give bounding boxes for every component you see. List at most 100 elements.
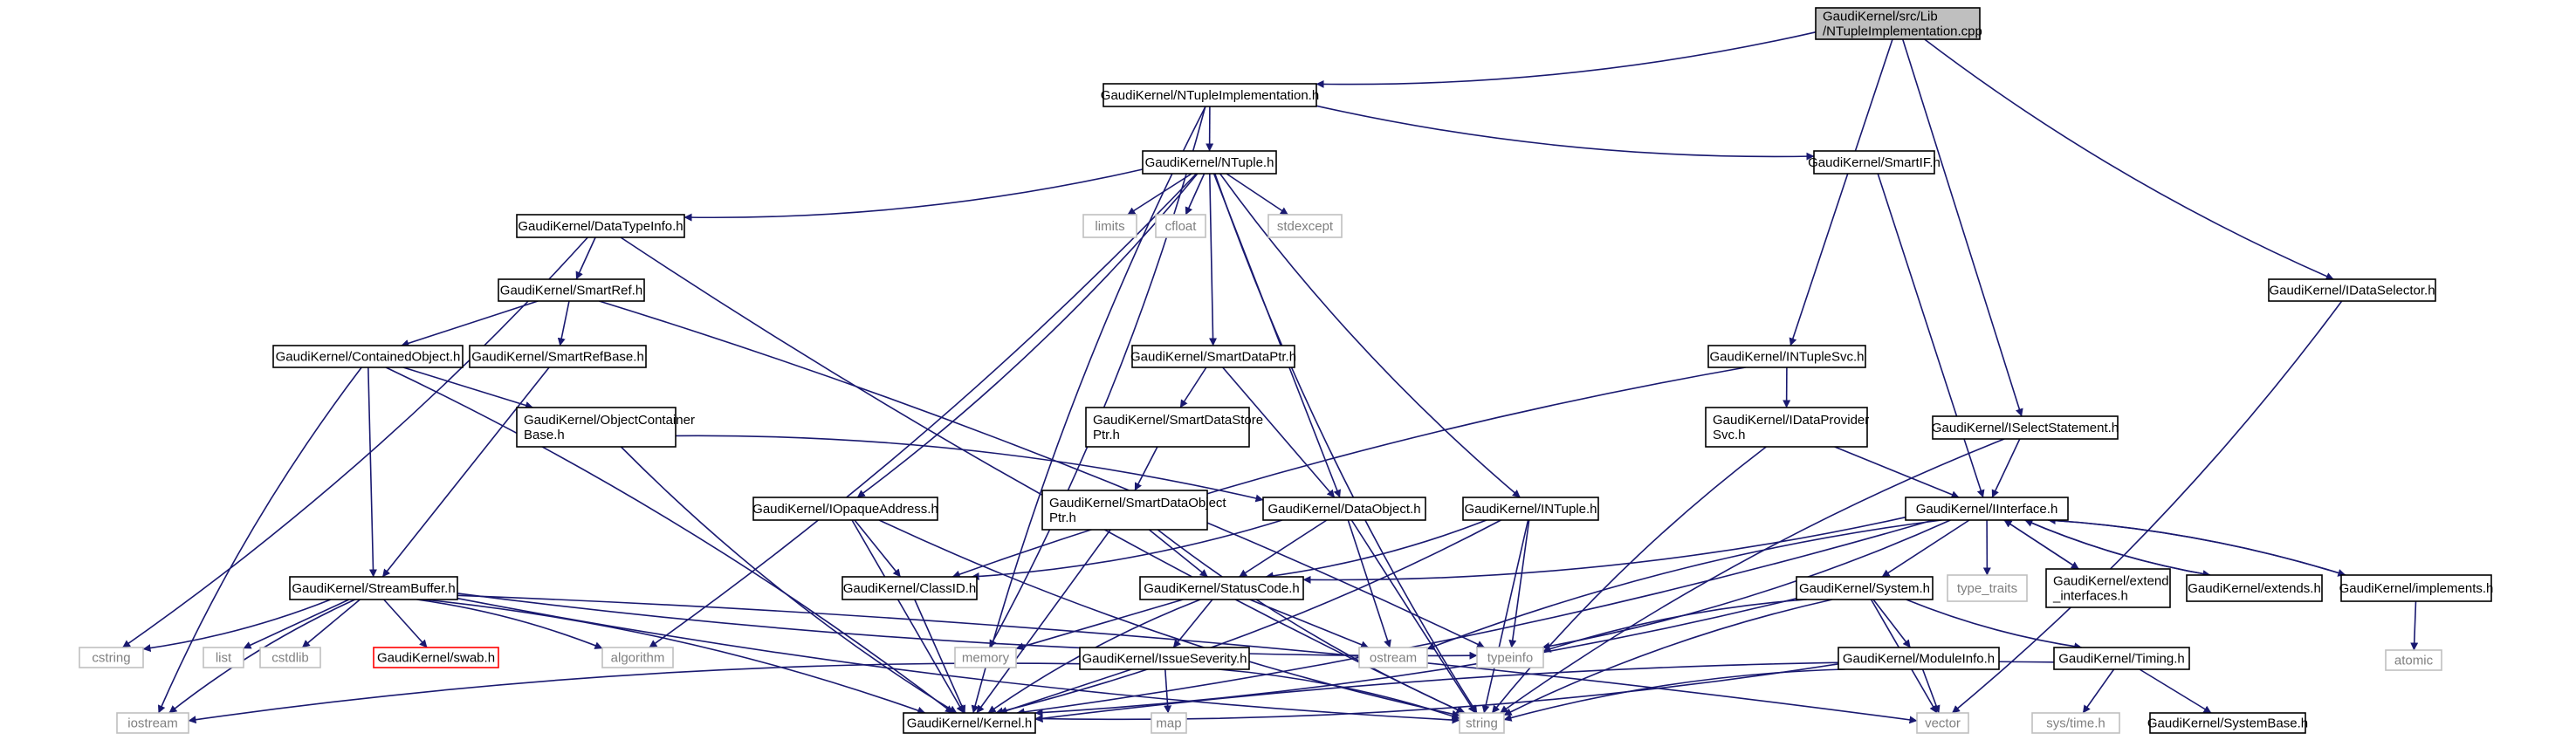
node-iopaque[interactable]: GaudiKernel/IOpaqueAddress.h [752,497,938,521]
node-dtinfo[interactable]: GaudiKernel/DataTypeInfo.h [516,214,685,238]
node-kernel[interactable]: GaudiKernel/Kernel.h [903,712,1036,734]
node-box-smartdatastore[interactable] [1085,407,1250,448]
edge-classid-to-kernel [914,599,966,714]
node-box-idatasel[interactable] [2268,278,2436,302]
node-classid[interactable]: GaudiKernel/ClassID.h [841,576,978,600]
node-box-sysbase[interactable] [2149,712,2306,734]
node-box-ntuple[interactable] [1142,150,1277,175]
node-box-system[interactable] [1796,576,1934,600]
node-intuplesvc[interactable]: GaudiKernel/INTupleSvc.h [1707,345,1866,368]
node-extendif[interactable]: GaudiKernel/extend_interfaces.h [2045,568,2171,608]
node-smartrefbase[interactable]: GaudiKernel/SmartRefBase.h [469,345,647,368]
node-box-smartref[interactable] [498,278,645,302]
node-box-swab[interactable] [373,647,499,668]
edge-statuscode-to-issuesev [1172,599,1213,648]
node-iostream: iostream [116,712,189,734]
edge-statuscode-to-ostream [1249,599,1370,648]
node-box-smartdataptr[interactable] [1131,345,1295,368]
node-box-iopaque[interactable] [752,497,938,521]
node-extends[interactable]: GaudiKernel/extends.h [2186,574,2323,602]
node-box-cstdlib [259,647,321,668]
node-box-extendif[interactable] [2045,568,2171,608]
node-issuesev[interactable]: GaudiKernel/IssueSeverity.h [1079,647,1250,670]
node-moduleinfo[interactable]: GaudiKernel/ModuleInfo.h [1838,647,2000,670]
node-streambuf[interactable]: GaudiKernel/StreamBuffer.h [289,576,458,600]
node-contobj[interactable]: GaudiKernel/ContainedObject.h [272,345,464,368]
node-box-ntimpl[interactable] [1103,83,1317,107]
edge-smartdataobj-to-kernel [976,529,1111,714]
node-box-implements[interactable] [2340,574,2492,602]
node-box-list [203,647,244,668]
edge-ntimpl-to-kernel [971,106,1206,714]
node-box-iselstmt[interactable] [1932,415,2119,440]
edge-root-to-iselstmt [1901,38,2023,417]
edge-timing-to-sysbase [2139,668,2212,714]
node-box-moduleinfo[interactable] [1838,647,2000,670]
node-box-intuplesvc[interactable] [1707,345,1866,368]
node-box-systime [2031,712,2120,734]
edge-dtinfo-to-cstring [122,236,588,648]
node-box-dataobj[interactable] [1262,497,1426,521]
edge-iinterface-to-kernel [1016,519,1934,716]
node-box-iinterface[interactable] [1905,497,2069,521]
edge-streambuf-to-cstdlib [301,599,361,648]
node-box-dtinfo[interactable] [516,214,685,238]
node-iinterface[interactable]: GaudiKernel/IInterface.h [1905,497,2069,521]
node-box-root[interactable] [1815,7,1981,40]
node-box-issuesev[interactable] [1079,647,1250,670]
node-box-streambuf[interactable] [289,576,458,600]
node-sysbase[interactable]: GaudiKernel/SystemBase.h [2147,712,2308,734]
node-statuscode[interactable]: GaudiKernel/StatusCode.h [1139,576,1304,600]
node-ntuple[interactable]: GaudiKernel/NTuple.h [1142,150,1277,175]
node-box-extends[interactable] [2186,574,2323,602]
node-box-contobj[interactable] [272,345,464,368]
edge-dataobj-to-string [1350,519,1476,714]
node-dataobj[interactable]: GaudiKernel/DataObject.h [1262,497,1426,521]
node-box-statuscode[interactable] [1139,576,1304,600]
edge-extendif-to-iinterface [2003,519,2079,570]
edge-statuscode-to-memory [1015,599,1184,651]
node-intuple[interactable]: GaudiKernel/INTuple.h [1462,497,1599,521]
node-implements[interactable]: GaudiKernel/implements.h [2339,574,2494,602]
edge-streambuf-to-list [243,599,350,649]
edge-moduleinfo-to-vector [1921,668,1941,714]
node-box-timing[interactable] [2053,647,2190,670]
node-iselstmt[interactable]: GaudiKernel/ISelectStatement.h [1932,415,2119,440]
edge-system-to-string [1503,599,1833,716]
node-box-intuple[interactable] [1462,497,1599,521]
node-limits: limits [1082,214,1137,238]
node-label-classid: GaudiKernel/ClassID.h [843,581,977,596]
node-label-atomic: atomic [2394,653,2434,668]
node-system[interactable]: GaudiKernel/System.h [1796,576,1934,600]
node-root[interactable]: GaudiKernel/src/Lib/NTupleImplementation… [1815,7,1982,40]
node-ntimpl[interactable]: GaudiKernel/NTupleImplementation.h [1101,83,1319,107]
edge-objcont-to-dataobj [675,435,1264,503]
edge-streambuf-to-algorithm [416,599,603,649]
node-box-classid[interactable] [841,576,978,600]
node-idatasel[interactable]: GaudiKernel/IDataSelector.h [2268,278,2436,302]
node-box-smartif[interactable] [1813,150,1935,175]
node-box-objcont[interactable] [516,407,677,448]
node-swab[interactable]: GaudiKernel/swab.h [373,647,499,668]
node-label-dtinfo: GaudiKernel/DataTypeInfo.h [518,219,683,234]
edge-dtinfo-to-smartref [575,236,596,280]
node-label-sysbase: GaudiKernel/SystemBase.h [2147,716,2308,730]
edge-ntuple-to-iopaque [856,173,1199,498]
node-box-typeinfo [1476,647,1544,668]
node-box-kernel[interactable] [903,712,1036,734]
edge-objcont-to-kernel [620,446,958,714]
node-smartref[interactable]: GaudiKernel/SmartRef.h [498,278,645,302]
node-box-idataprov[interactable] [1705,407,1868,448]
edge-ntuple-to-cfloat [1185,173,1206,216]
node-smartdataptr[interactable]: GaudiKernel/SmartDataPtr.h [1130,345,1296,368]
node-box-smartdataobj[interactable] [1041,490,1208,531]
node-box-smartrefbase[interactable] [469,345,647,368]
node-timing[interactable]: GaudiKernel/Timing.h [2053,647,2190,670]
node-smartif[interactable]: GaudiKernel/SmartIF.h [1808,150,1941,175]
node-label-implements: GaudiKernel/implements.h [2339,581,2494,596]
